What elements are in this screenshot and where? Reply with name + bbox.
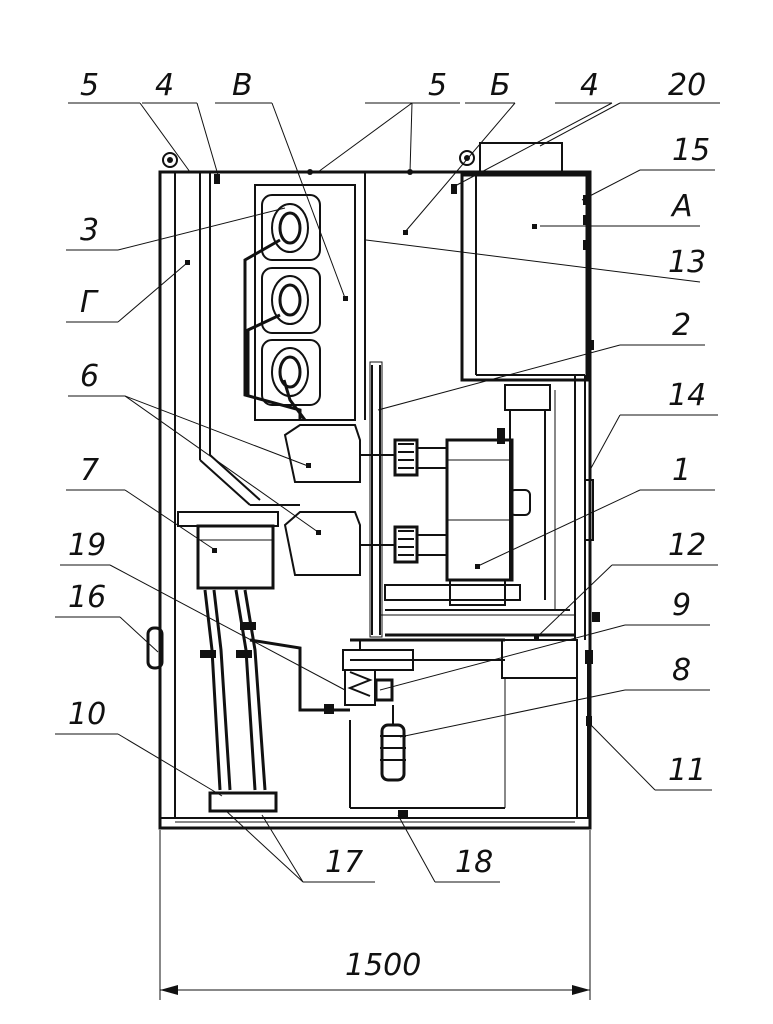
label-9: 9 xyxy=(672,588,691,623)
label-2: 2 xyxy=(672,308,691,343)
current-transformer xyxy=(177,511,279,590)
cabinet-outline xyxy=(158,150,592,830)
label-5-top: 5 xyxy=(428,68,447,103)
label-16: 16 xyxy=(68,580,106,615)
labels: 5 4 В 3 Г 6 7 19 16 10 5 Б 4 20 15 А 13 … xyxy=(68,68,710,880)
cable-clamps xyxy=(200,622,334,714)
label-4-left: 4 xyxy=(155,68,174,103)
label-4-right: 4 xyxy=(580,68,599,103)
label-18: 18 xyxy=(455,845,493,880)
label-14: 14 xyxy=(668,378,706,413)
label-11: 11 xyxy=(668,753,706,788)
label-8: 8 xyxy=(672,653,691,688)
label-g: Г xyxy=(80,285,99,320)
door-handle xyxy=(146,626,164,670)
area-markers xyxy=(185,224,539,641)
label-1: 1 xyxy=(672,453,691,488)
floor-details xyxy=(175,810,575,823)
cables xyxy=(203,589,350,813)
label-12: 12 xyxy=(668,528,706,563)
label-3: 3 xyxy=(80,213,99,248)
label-20: 20 xyxy=(668,68,706,103)
voltage-transformer xyxy=(349,678,506,809)
label-v: В xyxy=(232,68,253,103)
label-15: 15 xyxy=(672,133,710,168)
central-partition xyxy=(364,172,383,638)
label-6: 6 xyxy=(80,359,99,394)
dimension-value: 1500 xyxy=(345,948,421,983)
circuit-breaker xyxy=(283,384,575,637)
busbar-compartment xyxy=(243,184,356,421)
label-17: 17 xyxy=(325,845,363,880)
label-13: 13 xyxy=(668,245,706,280)
leader-lines xyxy=(55,102,720,883)
label-b: Б xyxy=(490,68,511,103)
label-19: 19 xyxy=(68,528,106,563)
relay-compartment xyxy=(460,142,594,382)
cable-duct xyxy=(199,172,300,506)
earthing-switch xyxy=(342,638,505,706)
right-doors xyxy=(501,375,600,818)
label-5-left: 5 xyxy=(80,68,99,103)
dimension-line xyxy=(159,830,591,1000)
label-a: А xyxy=(670,189,693,224)
label-10: 10 xyxy=(68,697,106,732)
label-7: 7 xyxy=(80,453,99,488)
